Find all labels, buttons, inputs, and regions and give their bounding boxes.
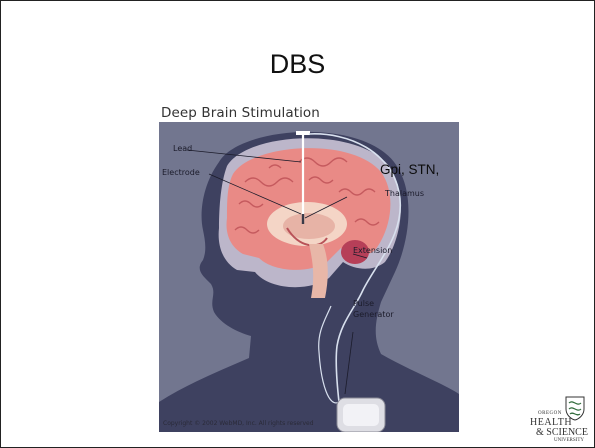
copyright-notice: Copyright © 2002 WebMD, Inc. All rights … (163, 420, 314, 427)
logo-line-4: UNIVERSITY (554, 438, 584, 443)
label-lead: Lead (173, 144, 192, 153)
label-extension: Extension (353, 246, 392, 255)
dbs-figure: Deep Brain Stimulation (159, 102, 459, 432)
logo-line-3: & SCIENCE (536, 427, 588, 438)
figure-heading: Deep Brain Stimulation (161, 105, 320, 121)
logo-line-1: OREGON (538, 411, 562, 416)
label-pulse: Pulse (353, 299, 374, 308)
label-electrode: Electrode (162, 168, 200, 177)
slide-title: DBS (1, 49, 594, 80)
label-thalamus: Thalamus (385, 189, 424, 198)
label-generator: Generator (353, 310, 394, 319)
ohsu-logo: OREGON HEALTH & SCIENCE UNIVERSITY (522, 395, 594, 447)
target-annotation: Gpi, STN, (380, 162, 439, 177)
